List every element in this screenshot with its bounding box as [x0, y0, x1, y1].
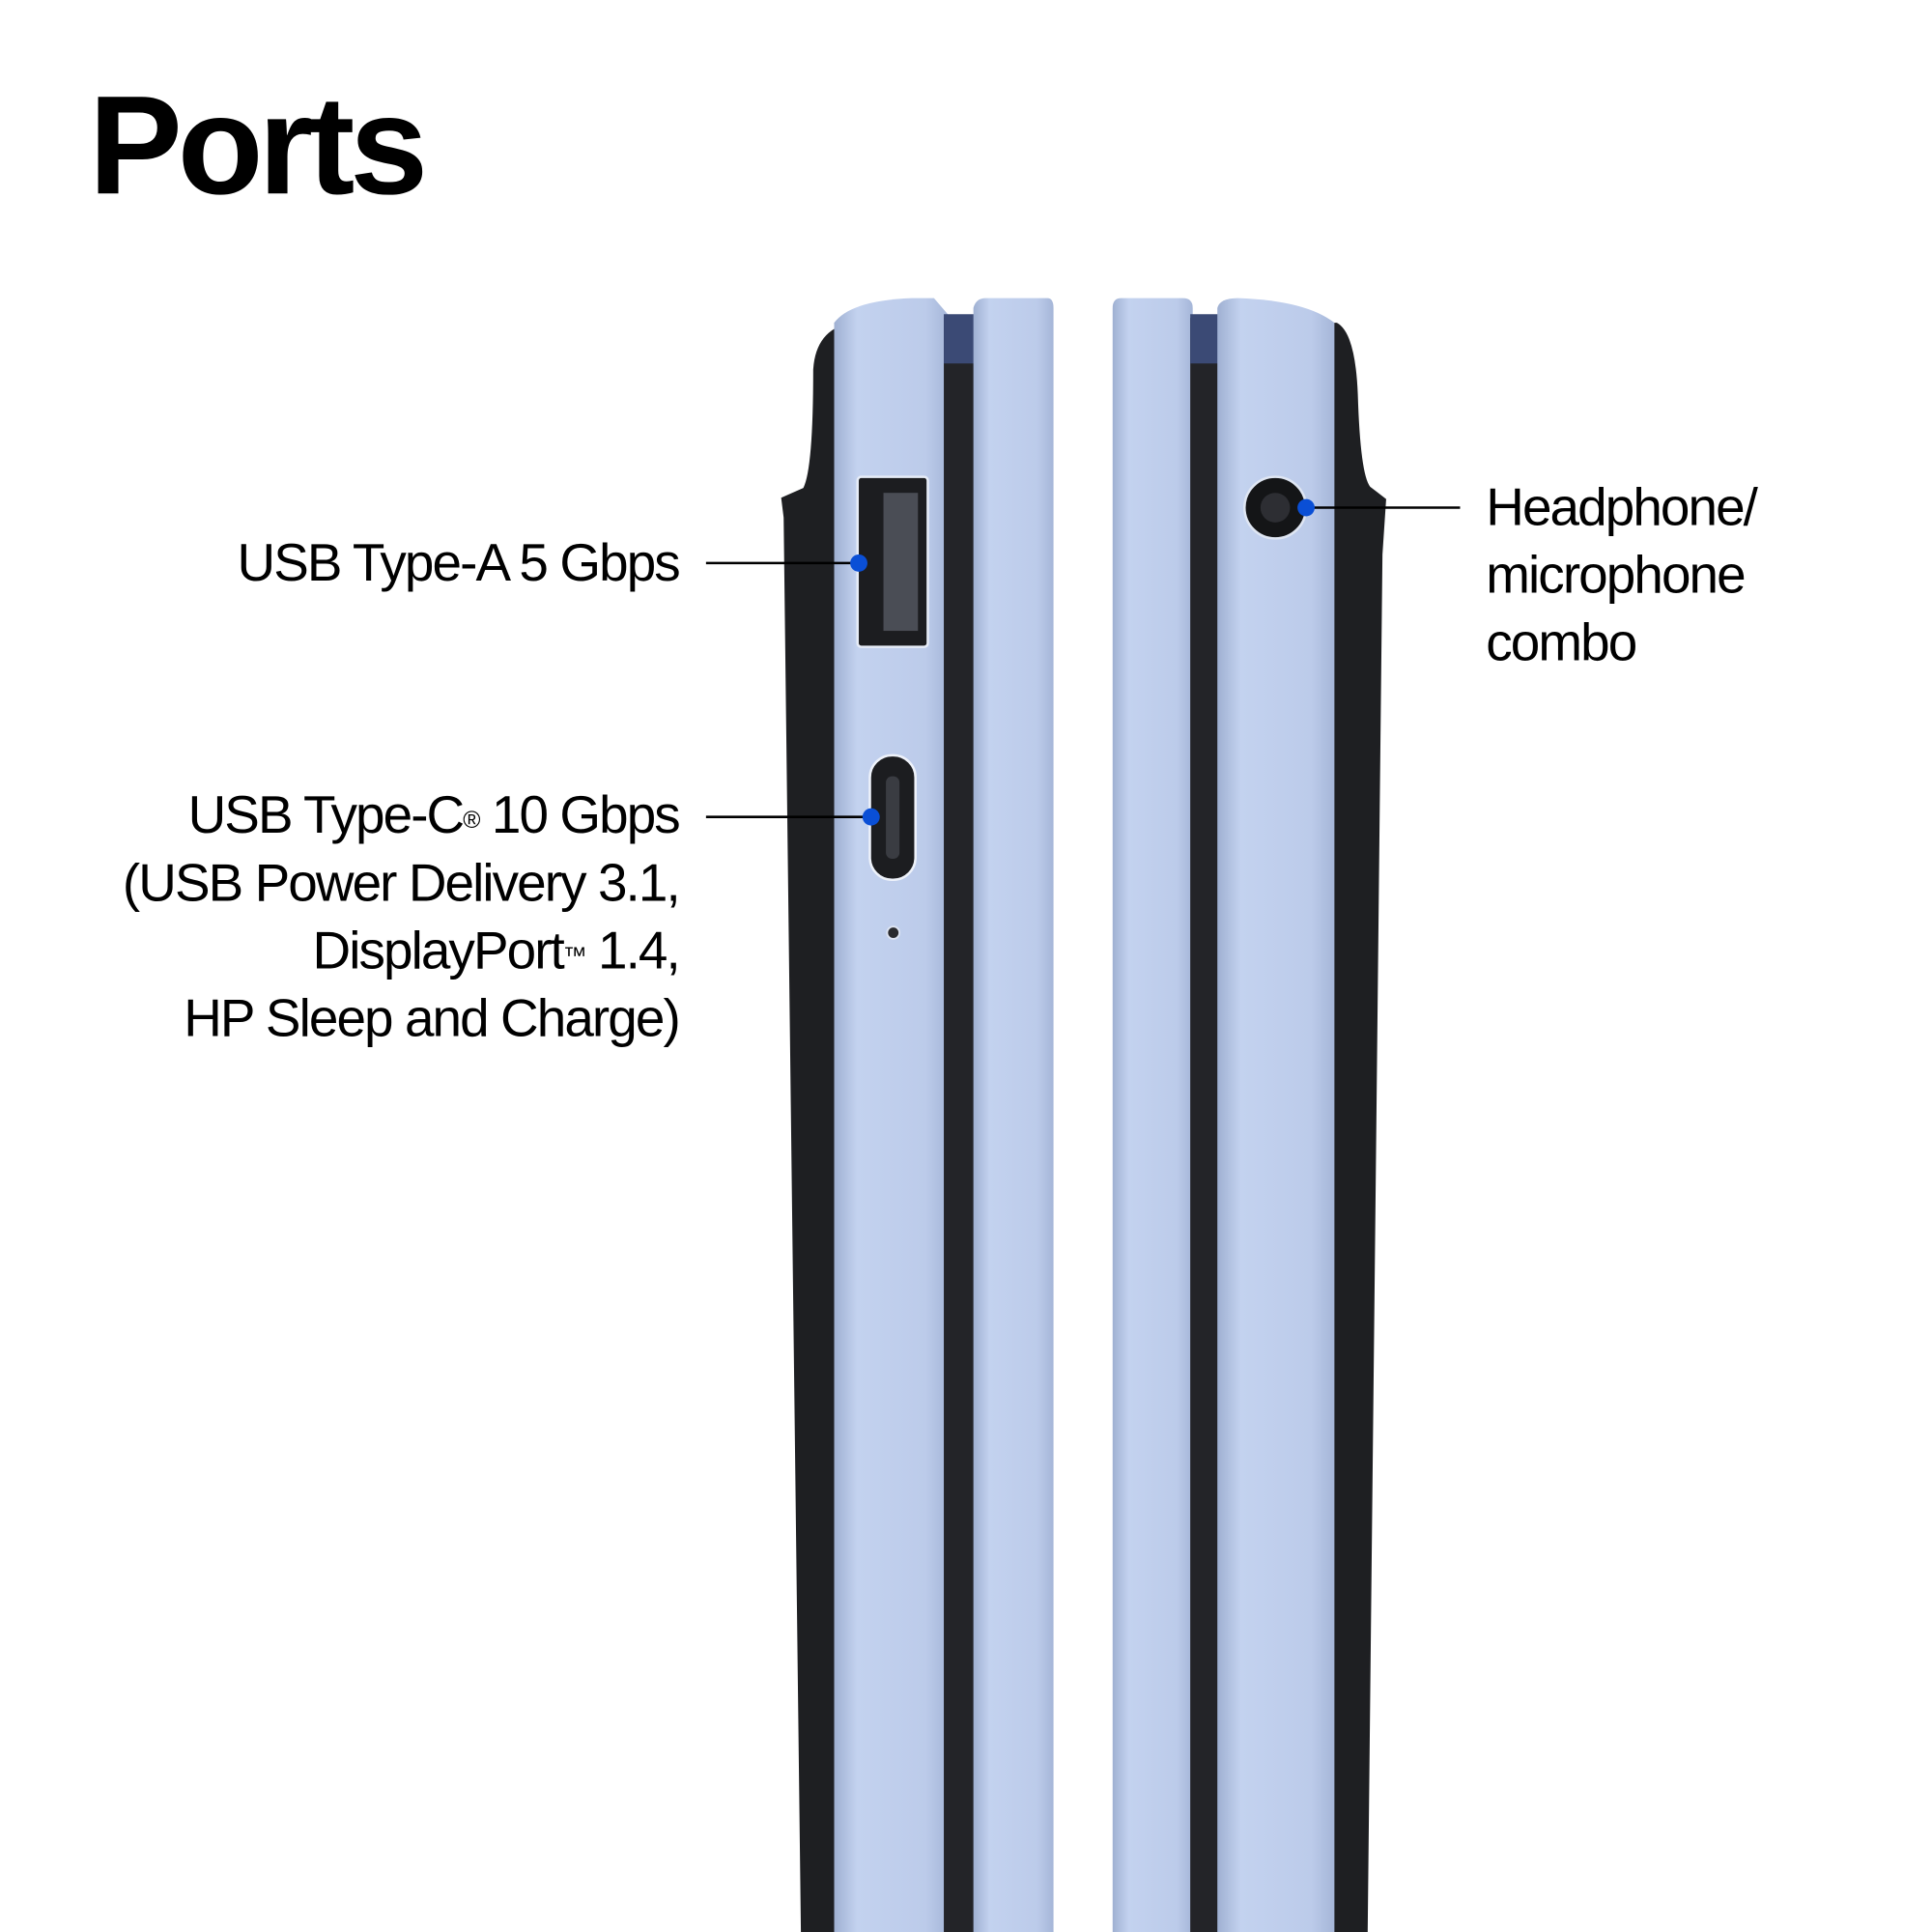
audio-line-1: Headphone/ [1486, 477, 1758, 538]
usb-c-line-4: HP Sleep and Charge) [184, 989, 681, 1049]
page-title: Ports [88, 68, 428, 225]
left-base-panel [834, 298, 950, 1932]
led-indicator [886, 925, 901, 940]
usb-a-label: USB Type-A 5 Gbps [237, 529, 680, 597]
usb-c-callout-dot [862, 808, 880, 826]
usb-c-line-2: (USB Power Delivery 3.1, [122, 853, 681, 914]
usb-a-label-text: USB Type-A 5 Gbps [237, 533, 680, 593]
left-lid-panel [973, 298, 1054, 1932]
hinge-blue [944, 314, 977, 364]
hinge-gap-right [1190, 318, 1220, 1932]
usb-c-tongue [886, 776, 900, 860]
right-base-dark [1318, 323, 1386, 1932]
displayport-name: DisplayPort [312, 922, 565, 981]
right-base-panel [1217, 298, 1335, 1932]
audio-line-2: microphone [1486, 546, 1746, 606]
audio-jack-inner [1260, 493, 1291, 523]
hinge-gap [944, 318, 977, 1932]
hinge-blue-right [1190, 314, 1220, 364]
right-lid-panel [1112, 298, 1193, 1932]
registered-mark: ® [463, 807, 480, 835]
usb-a-tongue [883, 493, 919, 632]
usb-c-speed: 10 Gbps [478, 785, 681, 845]
trademark-mark: ™ [562, 942, 587, 970]
audio-label: Headphone/ microphone combo [1486, 474, 1758, 677]
usb-c-label: USB Type-C® 10 Gbps (USB Power Delivery … [122, 782, 681, 1054]
displayport-version: 1.4, [584, 922, 681, 981]
callouts [705, 498, 1461, 826]
audio-callout-dot [1297, 498, 1315, 517]
right-side-view [1112, 298, 1386, 1932]
audio-line-3: combo [1486, 613, 1637, 673]
usb-c-line-3: DisplayPort™ 1.4, [123, 918, 681, 985]
left-side-view [781, 298, 1054, 1932]
usb-a-callout-dot [850, 554, 867, 572]
usb-c-name: USB Type-C [187, 785, 466, 845]
usb-c-line-1: USB Type-C® 10 Gbps [123, 782, 681, 850]
